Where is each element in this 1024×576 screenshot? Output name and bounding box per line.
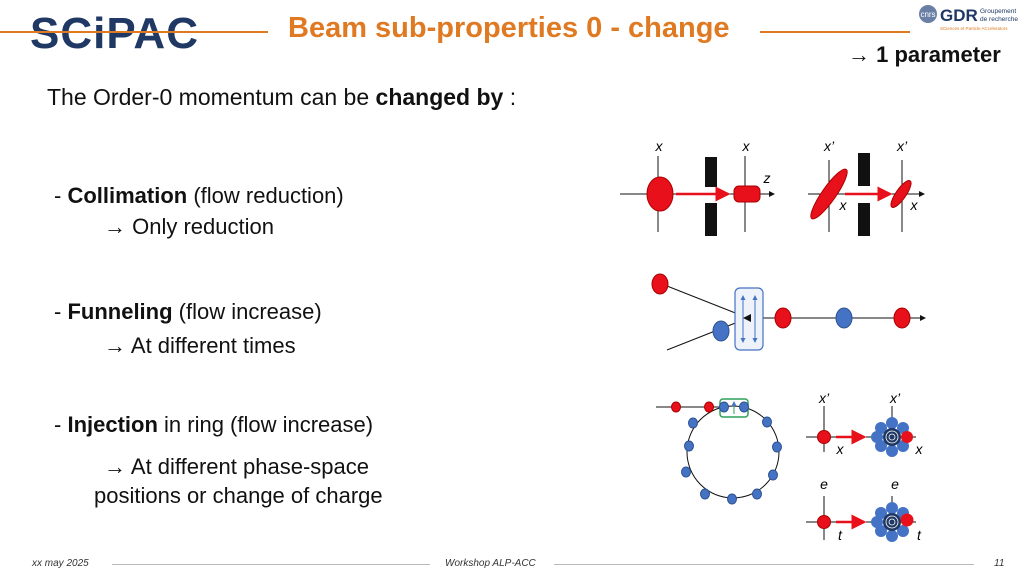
footer-line-left [112, 564, 430, 565]
parameter-count: → 1 parameter [848, 42, 1001, 67]
collimation-diagram-x: x x z [620, 138, 775, 236]
collim-axis-x2: x [742, 138, 751, 154]
header-line-left [0, 31, 268, 33]
header-line-right [760, 31, 910, 33]
item-funneling-title: Funneling [67, 299, 173, 324]
inj-axis-t1: t [838, 527, 843, 543]
footer-line-right [554, 564, 974, 565]
page-number: 11 [994, 558, 1005, 569]
funneling-diagram [651, 273, 926, 351]
cnrs-logo-icon [919, 5, 937, 23]
item-injection-sub-2: positions or change of charge [94, 483, 383, 508]
item-funneling: - Funneling (flow increase) [54, 299, 322, 324]
intro-text: The Order-0 momentum can be changed by : [47, 84, 516, 111]
injection-phase-te: e e t t [806, 476, 922, 543]
footer-event: Workshop ALP-ACC [445, 558, 536, 569]
injection-ring-diagram [656, 398, 782, 505]
collim-axis-x4: x [910, 197, 919, 213]
inj-axis-e2: e [891, 476, 899, 492]
collimation-diagram-phase: x’ x’ x x [808, 138, 925, 236]
gdr-logo: cnrs GDR Groupement de recherche SCience… [919, 5, 1018, 31]
slide-title: Beam sub-properties 0 - change [288, 12, 730, 44]
inj-axis-t2: t [917, 527, 922, 543]
collim-axis-x3: x [839, 197, 848, 213]
item-injection: - Injection in ring (flow increase) [54, 412, 374, 437]
gdr-line3: SCiences et Particle ACcelerators [940, 26, 1008, 31]
inj-axis-e1: e [820, 476, 828, 492]
item-injection-title: Injection [67, 412, 158, 437]
intro-before: The Order-0 momentum can be [47, 84, 376, 110]
item-funneling-sub: → At different times [104, 333, 296, 358]
intro-bold: changed by [375, 84, 504, 110]
inj-axis-xp1: x’ [818, 390, 830, 406]
item-collimation-title: Collimation [67, 183, 188, 208]
intro-after: : [503, 84, 517, 110]
collim-axis-z: z [763, 170, 771, 186]
item-collimation-sub: → Only reduction [104, 214, 274, 239]
item-collimation: - Collimation (flow reduction) [54, 183, 344, 208]
gdr-line2: de recherche [980, 16, 1018, 23]
footer-date: xx may 2025 [32, 558, 89, 569]
inj-axis-x2: x [915, 441, 924, 457]
collim-axis-xp1: x’ [823, 138, 835, 154]
inj-axis-xp2: x’ [889, 390, 901, 406]
item-injection-sub-1: → At different phase-space [104, 454, 369, 479]
inj-axis-x1: x [836, 441, 845, 457]
collim-axis-x1: x [655, 138, 664, 154]
injection-phase-xxp: x’ x’ x x [806, 390, 924, 457]
gdr-text: GDR [940, 6, 978, 25]
collim-axis-xp2: x’ [896, 138, 908, 154]
cnrs-text: cnrs [920, 10, 935, 19]
gdr-line1: Groupement [980, 8, 1016, 15]
